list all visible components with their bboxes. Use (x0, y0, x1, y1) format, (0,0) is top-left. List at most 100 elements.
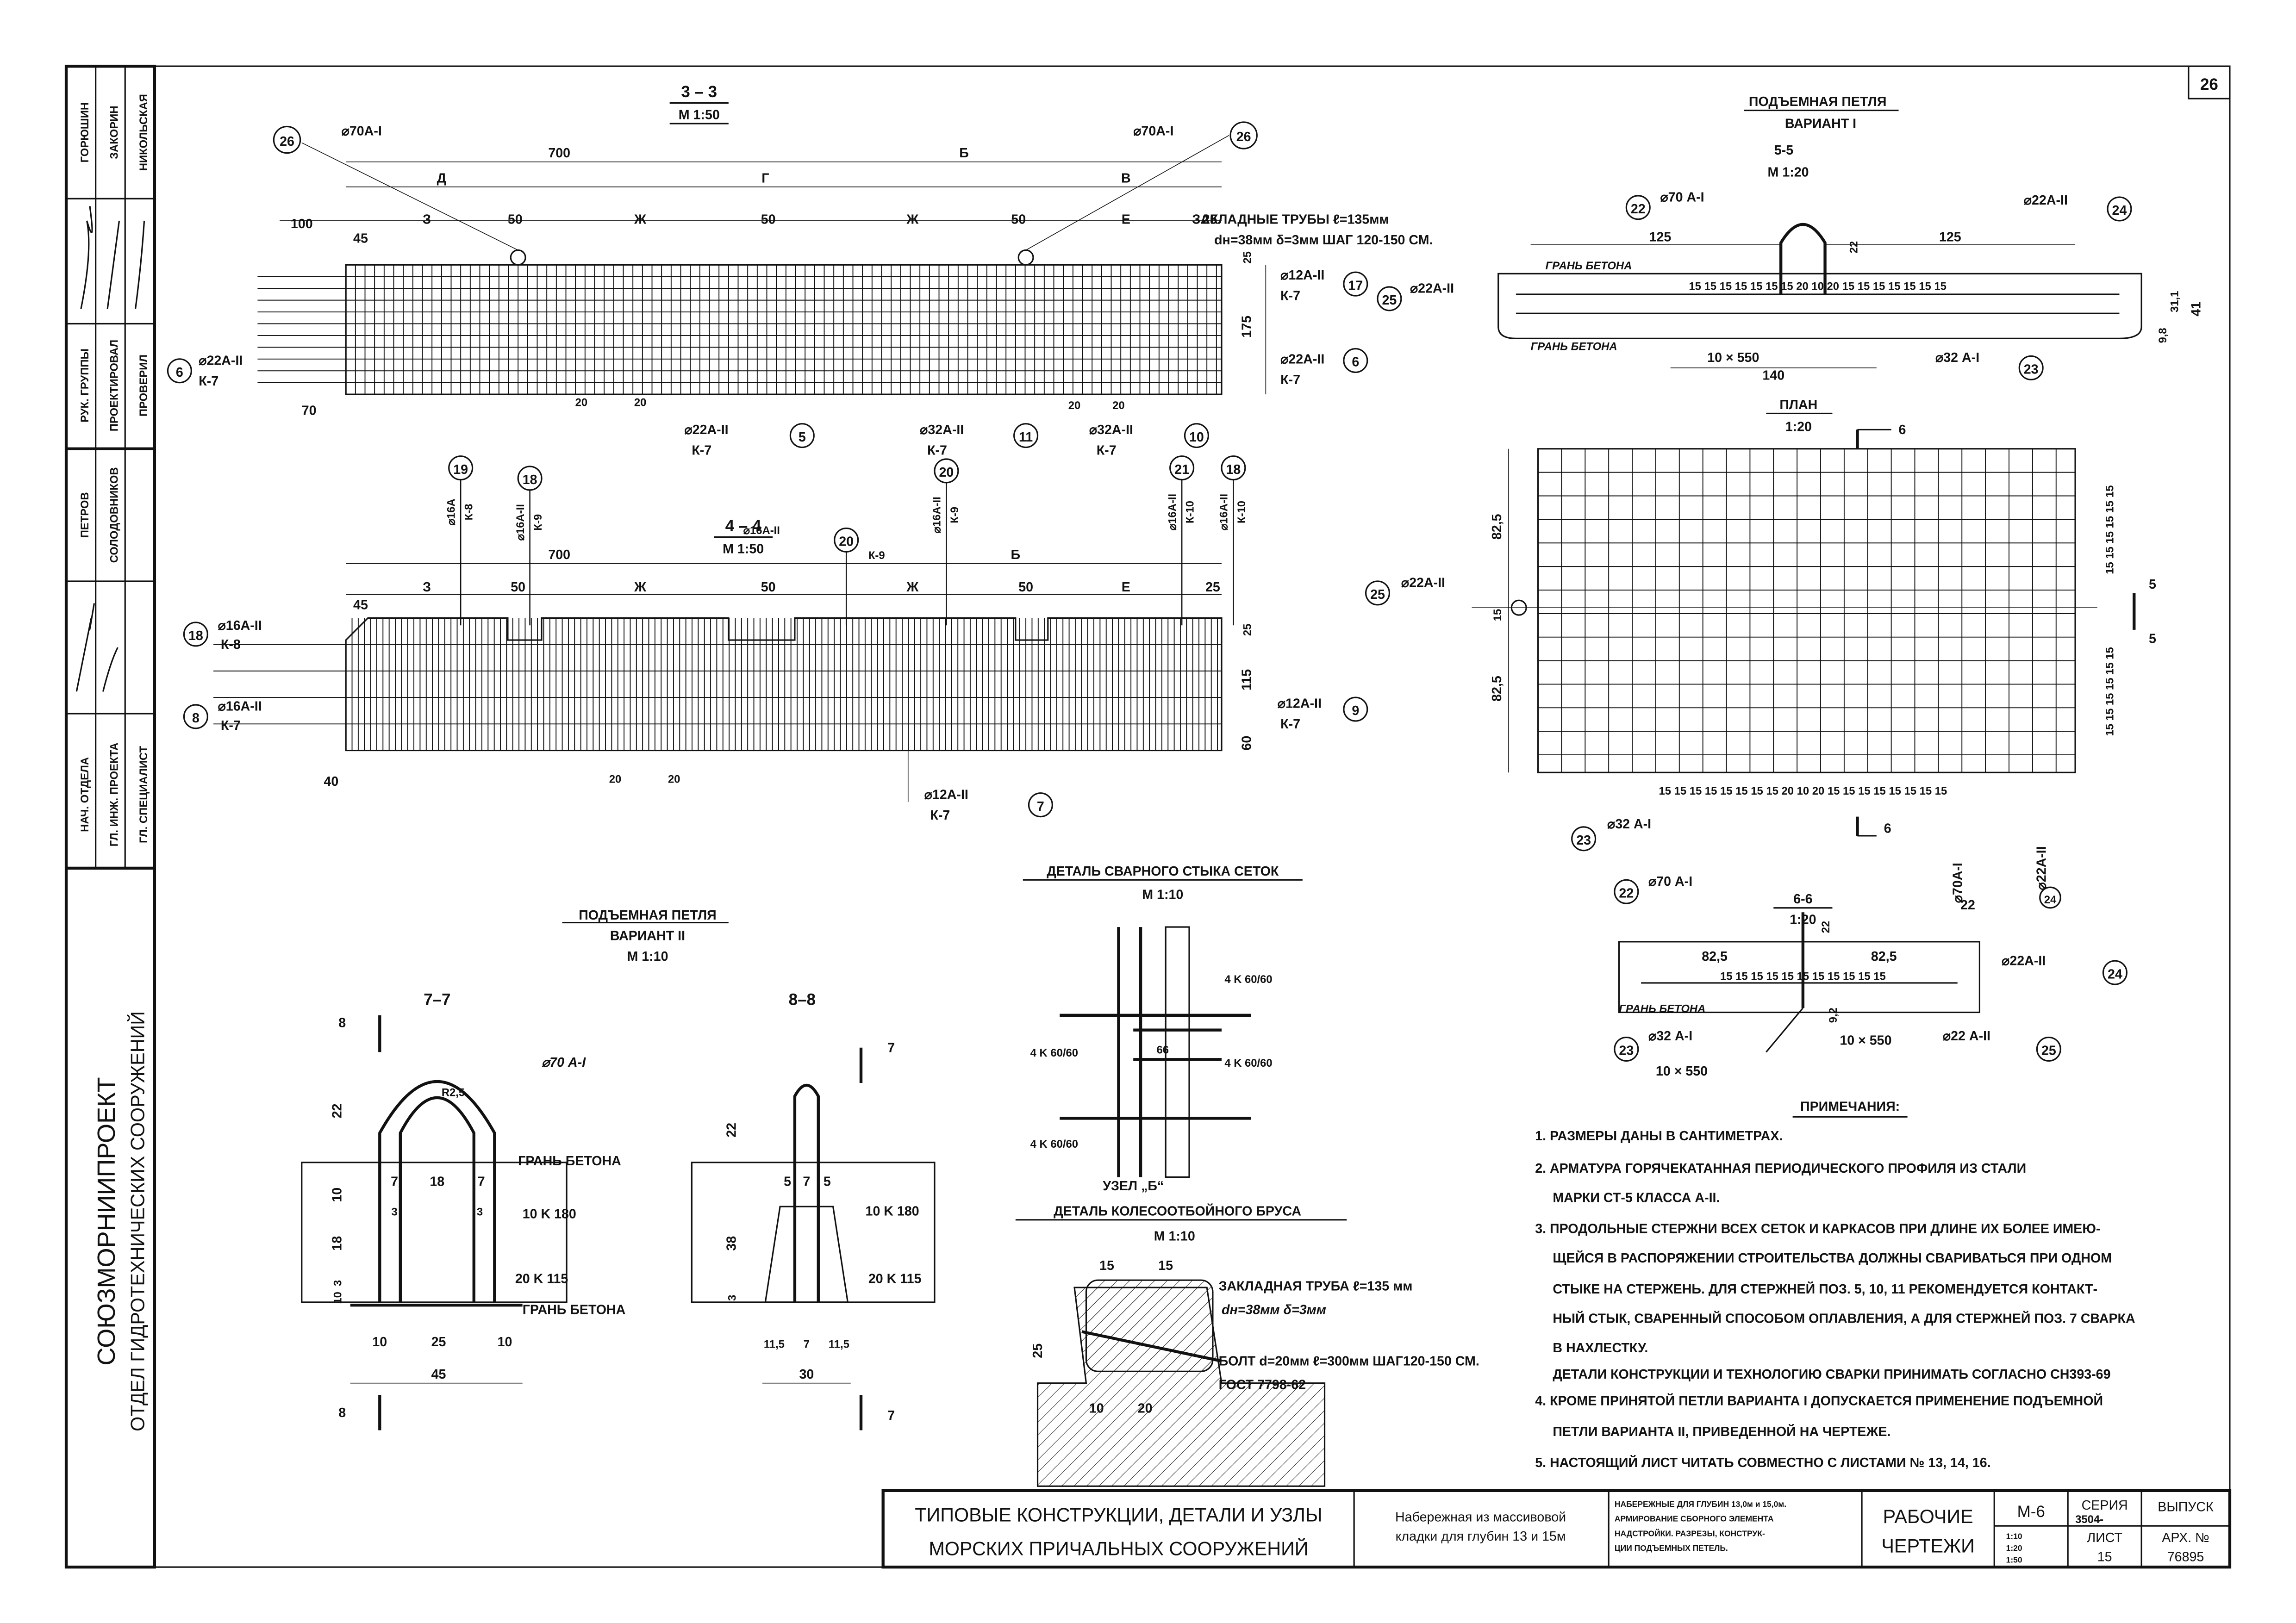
dimension: 50 (1018, 580, 1033, 595)
dimension: Г (761, 171, 769, 186)
note-line: ДЕТАЛИ КОНСТРУКЦИИ И ТЕХНОЛОГИЮ СВАРКИ П… (1553, 1367, 2110, 1382)
callout-24 (2039, 886, 2061, 909)
section-title: 6-6 (1793, 892, 1812, 907)
dimension: 11,5 (829, 1338, 849, 1350)
dimension: 31,1 (2169, 291, 2181, 312)
stamp-name-petrov: ПЕТРОВ (79, 492, 91, 538)
mesh-label: 10 × 550 (1656, 1064, 1708, 1079)
weld-label: 4 K 60/60 (1030, 1047, 1078, 1059)
weld-label: 4 K 60/60 (1030, 1138, 1078, 1150)
dimension: 10 (1089, 1401, 1104, 1416)
callout-number: 22 (1960, 898, 1975, 913)
dimension: Е (1122, 212, 1130, 227)
dimension: 20 (609, 773, 622, 785)
sheet-description: ЦИИ ПОДЪЕМНЫХ ПЕТЕЛЬ. (1615, 1543, 1728, 1553)
bar-label: ⌀22А-II (2024, 193, 2068, 208)
callout-number: 24 (2044, 894, 2057, 906)
stamp-name-zakorin: ЗАКОРИН (108, 106, 120, 159)
bar-label: ⌀70А-I (1950, 863, 1965, 903)
dimension: 7 (804, 1338, 810, 1350)
section-subtitle: ВАРИАНТ II (610, 929, 685, 944)
callout-number: 17 (1348, 278, 1363, 293)
section-cut-mark: 6 (1884, 821, 1891, 836)
stamp-strip: НАЧ. ОТДЕЛА ГЛ. ИНЖ. ПРОЕКТА ГЛ. СПЕЦИАЛ… (64, 64, 156, 1569)
section-cut-mark: 8 (338, 1015, 346, 1030)
section-title: 4 – 4 (725, 517, 761, 535)
weld-label: 20 K 115 (515, 1272, 568, 1287)
section-title: ДЕТАЛЬ СВАРНОГО СТЫКА СЕТОК (1047, 864, 1279, 879)
callout-10 (1184, 423, 1209, 448)
dimension: Е (1122, 580, 1130, 595)
dimension: 3 (391, 1206, 397, 1218)
pipes-note: dн=38мм δ=3мм ШАГ 120-150 СМ. (1214, 233, 1433, 248)
dimension: 82,5 (1702, 949, 1728, 964)
callout-number: 21 (1174, 462, 1189, 477)
callout-number: 7 (1037, 799, 1044, 814)
dimension: Ж (906, 212, 918, 227)
callout-number: 11 (1019, 430, 1033, 445)
dimension: 25 (1205, 580, 1220, 595)
dimension: 115 (1240, 669, 1254, 690)
section-title: ПОДЪЕМНАЯ ПЕТЛЯ (579, 908, 717, 923)
reinforcement-grid (213, 618, 1222, 751)
callout-7 (1028, 792, 1053, 818)
section-3-3: 3 – 3 М 1:50 700 Б Д Г В 100 45 З 50 Ж 5… (167, 83, 1433, 458)
section-scale: М 1:50 (679, 108, 720, 123)
note-line: 1. РАЗМЕРЫ ДАНЫ В САНТИМЕТРАХ. (1535, 1129, 1783, 1144)
concrete-face-label: ГРАНЬ БЕТОНА (518, 1154, 621, 1169)
bar-spacing: 15 15 15 15 15 15 (2104, 647, 2116, 736)
callout-number: 22 (1619, 886, 1634, 901)
callout-25 (1377, 286, 1402, 311)
frame-label: К-8 (221, 637, 241, 652)
callout-9 (1343, 696, 1368, 722)
bar-label: ⌀70 А-I (1660, 190, 1704, 205)
section-cut-mark: 5 (2149, 631, 2156, 646)
callout-number: 25 (1382, 293, 1397, 308)
section-scale: М 1:10 (627, 949, 668, 964)
dimension: 82,5 (1490, 676, 1504, 702)
bar-label: ⌀16А-II (514, 504, 527, 541)
dimension: 45 (431, 1367, 446, 1382)
bar-label: ⌀70 А-I (542, 1055, 586, 1070)
section-cut-mark: 8 (338, 1405, 346, 1420)
department-name: ОТДЕЛ ГИДРОТЕХНИЧЕСКИХ СООРУЖЕНИЙ (127, 1011, 149, 1431)
note-line: НЫЙ СТЫК, СВАРЕННЫЙ СПОСОБОМ ОПЛАВЛЕНИЯ,… (1553, 1310, 2135, 1326)
scale-value: 1:10 (2006, 1532, 2022, 1541)
section-cut-mark: 5 (2149, 577, 2156, 592)
note-line: ЩЕЙСЯ В РАСПОРЯЖЕНИИ СТРОИТЕЛЬСТВА ДОЛЖН… (1553, 1250, 2112, 1266)
bar-spacing: 15 15 15 15 15 15 15 15 15 15 15 (1720, 970, 1886, 983)
frame-label: К-7 (221, 718, 241, 733)
callout-number: 24 (2112, 203, 2127, 218)
section-scale: М 1:20 (1768, 165, 1809, 180)
bar-spacing: 15 15 15 15 15 15 15 20 10 20 15 15 15 1… (1689, 280, 1947, 292)
bar-label: ⌀70А-I (342, 124, 382, 139)
dimension: 3 (477, 1206, 483, 1218)
dimension: 25 (1203, 212, 1217, 227)
bar-label: ⌀22А-II (2002, 954, 2046, 969)
callout-number: 19 (453, 462, 468, 477)
callout-number: 26 (280, 134, 294, 149)
archive-label: АРХ. № (2162, 1530, 2209, 1545)
bar-label: ⌀32А-II (920, 423, 964, 437)
weld-joint-detail: ДЕТАЛЬ СВАРНОГО СТЫКА СЕТОК М 1:10 4 K 6… (1023, 864, 1303, 1178)
frame-label: К-7 (1280, 289, 1300, 304)
gost-label: ГОСТ 7798-62 (1219, 1377, 1306, 1392)
dimension: 7 (478, 1175, 485, 1189)
scale-value: 1:50 (2006, 1555, 2022, 1565)
concrete-face-label: ГРАНЬ БЕТОНА (523, 1302, 626, 1317)
callout-24 (2102, 960, 2128, 985)
callout-number: 20 (839, 535, 854, 549)
dimension: 70 (302, 404, 317, 418)
dimension: Д (437, 171, 446, 186)
dimension: 18 (430, 1175, 444, 1189)
dimension: 20 (1112, 399, 1125, 412)
dimension: Ж (906, 580, 918, 595)
dimension: З (423, 580, 431, 595)
frame-label: К-9 (868, 549, 885, 562)
stamp-role-chief-engineer: ГЛ. ИНЖ. ПРОЕКТА (108, 743, 120, 847)
stage-label: ЧЕРТЕЖИ (1881, 1535, 1975, 1556)
callout-22 (1614, 879, 1639, 904)
bar-label: ⌀32А-II (1089, 423, 1133, 437)
radius-label: R2,5 (442, 1087, 465, 1099)
